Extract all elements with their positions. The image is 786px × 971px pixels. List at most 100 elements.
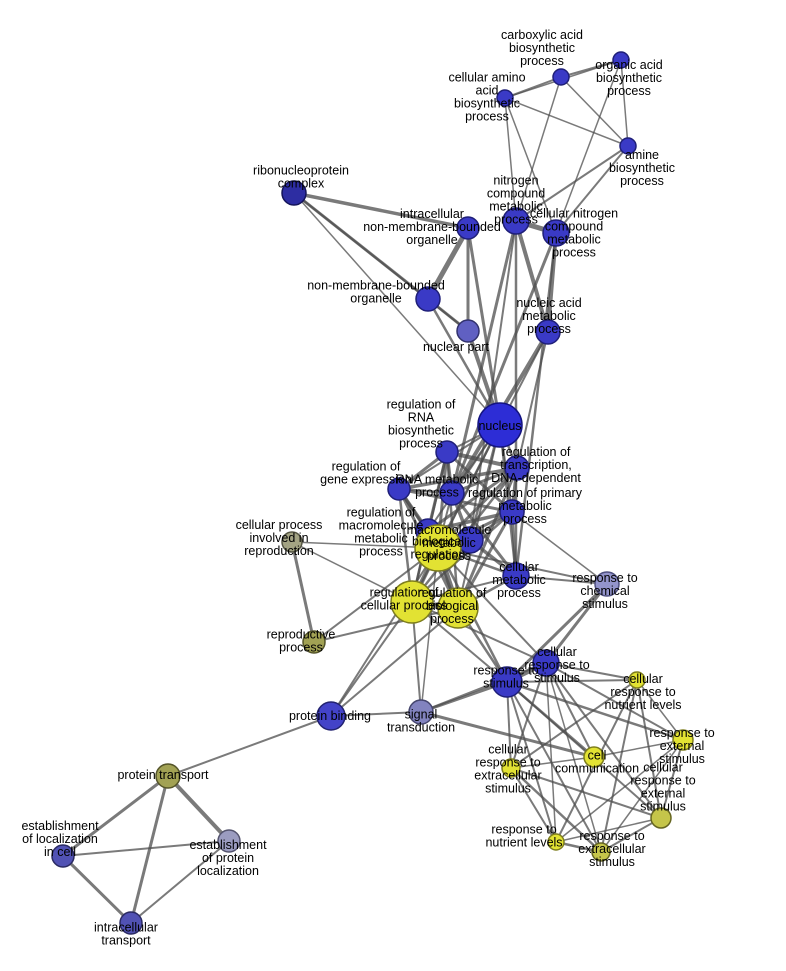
- node-organic-acid-bp[interactable]: [612, 51, 630, 69]
- label-protein-binding: protein binding: [289, 709, 371, 723]
- node-layer: [51, 51, 694, 935]
- edge-cellular-response-stimulus--cellular-response-nutrient: [545, 662, 638, 681]
- node-response-external[interactable]: [672, 729, 694, 751]
- edge-response-stimulus--response-extracellular: [506, 681, 602, 853]
- node-ribonucleoprotein-complex[interactable]: [281, 180, 307, 206]
- node-intracellular-nmb-organelle[interactable]: [456, 216, 480, 240]
- edge-response-chemical--cellular-mp: [515, 575, 608, 585]
- node-response-nutrient-levels[interactable]: [547, 833, 565, 851]
- node-cellular-response-nutrient[interactable]: [628, 671, 646, 689]
- label-protein-transport: protein transport: [117, 768, 209, 782]
- edge-cellular-response-nutrient--response-extracellular: [600, 679, 638, 853]
- edge-protein-binding--reg-biological-process: [330, 607, 459, 717]
- edge-response-stimulus--cellular-response-nutrient: [506, 679, 638, 683]
- node-amine-bp[interactable]: [619, 137, 637, 155]
- node-response-chemical[interactable]: [594, 571, 620, 597]
- edge-response-extracellular--cellular-response-extracellular: [509, 766, 603, 854]
- node-nuclear-part[interactable]: [456, 319, 480, 343]
- node-reg-transcription[interactable]: [504, 455, 530, 481]
- node-est-loc-in-cell[interactable]: [51, 844, 75, 868]
- edge-protein-binding--biological-regulation: [330, 547, 439, 717]
- edge-cellular-response-stimulus--biological-regulation: [437, 547, 547, 664]
- edge-cellular-response-stimulus--cellular-response-extracellular: [510, 662, 547, 769]
- edge-cell-communication--signal-transduction: [419, 710, 596, 759]
- node-reg-primary-mp[interactable]: [499, 499, 525, 525]
- node-response-extracellular[interactable]: [591, 842, 611, 862]
- edge-est-protein-loc--intracellular-transport: [130, 840, 230, 924]
- edge-protein-binding--reg-cellular-process: [330, 601, 413, 717]
- node-cellular-nitrogen-compound-mp[interactable]: [542, 219, 570, 247]
- node-nucleic-acid-mp[interactable]: [535, 319, 561, 345]
- node-intracellular-transport[interactable]: [119, 911, 143, 935]
- edge-ribonucleoprotein-complex--intracellular-nmb-organelle: [292, 191, 470, 230]
- node-cellular-mp[interactable]: [502, 562, 530, 590]
- node-response-stimulus[interactable]: [491, 666, 523, 698]
- edge-amine-bp--nitrogen-compound-mp: [515, 145, 629, 222]
- edge-cellular-response-nutrient--response-external: [636, 679, 684, 741]
- node-signal-transduction[interactable]: [408, 699, 434, 725]
- node-nmb-organelle[interactable]: [415, 286, 441, 312]
- edge-cell-communication--cellular-response-extracellular: [510, 756, 595, 769]
- edge-nitrogen-compound-mp--macromolecule-mp: [469, 220, 517, 541]
- label-nuclear-part: nuclear part: [423, 340, 490, 354]
- edge-response-stimulus--response-nutrient-levels: [506, 681, 557, 843]
- node-protein-transport[interactable]: [155, 763, 181, 789]
- node-nitrogen-compound-mp[interactable]: [502, 207, 530, 235]
- edge-carboxylic-acid-bp--amine-bp: [560, 76, 629, 147]
- edge-carboxylic-acid-bp--nitrogen-compound-mp: [515, 76, 562, 222]
- edge-protein-transport--est-protein-loc: [166, 774, 231, 843]
- edge-organic-acid-bp--amine-bp: [620, 59, 629, 147]
- node-cellular-response-stimulus[interactable]: [532, 649, 560, 677]
- node-cell-communication[interactable]: [583, 746, 605, 768]
- node-cellular-response-extracellular[interactable]: [501, 758, 521, 778]
- edge-nucleic-acid-mp--reg-transcription: [516, 331, 549, 469]
- node-cellular-response-external[interactable]: [650, 807, 672, 829]
- label-nucleus: nucleus: [478, 419, 521, 433]
- node-reg-cellular-process[interactable]: [390, 580, 434, 624]
- node-reproductive-process[interactable]: [302, 630, 326, 654]
- edge-protein-binding--signal-transduction: [330, 711, 422, 717]
- edge-cellular-response-stimulus--response-nutrient-levels: [545, 662, 557, 843]
- node-carboxylic-acid-bp[interactable]: [552, 68, 570, 86]
- node-reg-biological-process[interactable]: [437, 587, 479, 629]
- node-nucleus[interactable]: [477, 402, 523, 448]
- node-rna-mp[interactable]: [439, 480, 465, 506]
- edge-reg-transcription--reg-macromolecule-mp: [426, 466, 519, 533]
- node-cell-process-reproduction[interactable]: [281, 531, 303, 553]
- node-reg-rna-bp[interactable]: [435, 440, 459, 464]
- edge-response-external--response-extracellular: [600, 739, 684, 853]
- edge-cellular-response-nutrient--cellular-response-external: [636, 679, 662, 819]
- edge-cellular-response-stimulus--signal-transduction: [419, 661, 548, 714]
- node-biological-regulation[interactable]: [414, 524, 462, 572]
- node-reg-gene-expression[interactable]: [387, 477, 411, 501]
- edge-organic-acid-bp--cellular-nitrogen-compound-mp: [555, 59, 622, 234]
- node-cellular-amino-acid-bp[interactable]: [496, 89, 514, 107]
- edge-nitrogen-compound-mp--nucleic-acid-mp: [514, 219, 550, 334]
- edge-signal-transduction--biological-regulation: [420, 547, 439, 713]
- node-protein-binding[interactable]: [316, 701, 346, 731]
- edge-response-external--cellular-response-external: [660, 739, 684, 819]
- node-est-protein-loc[interactable]: [217, 829, 241, 853]
- edge-protein-transport--intracellular-transport: [129, 774, 170, 925]
- edge-response-nutrient-levels--cellular-response-external: [555, 817, 662, 843]
- edge-cellular-response-stimulus--response-extracellular: [545, 662, 602, 853]
